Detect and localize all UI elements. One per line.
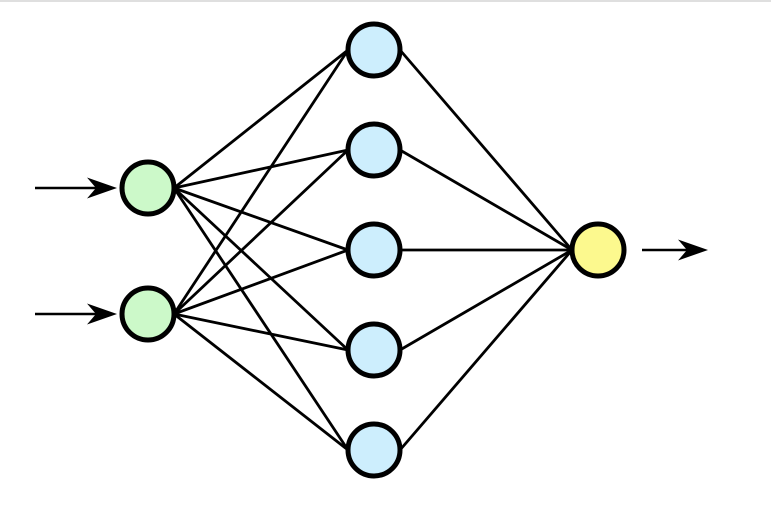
- input-node-2: [119, 285, 177, 343]
- hidden-node-4: [345, 321, 403, 379]
- edge-h2-o1: [399, 148, 573, 252]
- hidden-node-2: [345, 121, 403, 179]
- edge-i1-h2: [173, 148, 349, 190]
- input-node-1: [119, 159, 177, 217]
- output-node: [569, 221, 627, 279]
- output-arrow-head: [678, 239, 708, 261]
- edge-h1-o1: [398, 49, 574, 251]
- hidden-node-5: [345, 421, 403, 479]
- edge-i1-h4: [173, 186, 349, 352]
- edge-i1-h3: [173, 186, 349, 252]
- edge-h4-o1: [399, 248, 573, 352]
- edge-h5-o1: [398, 249, 574, 451]
- edge-i1-h5: [172, 187, 350, 451]
- edge-i2-h5: [173, 312, 349, 452]
- hidden-node-1: [345, 21, 403, 79]
- edge-i2-h1: [172, 49, 350, 315]
- input-arrow-1-head: [87, 177, 117, 199]
- edge-i1-h1: [173, 48, 349, 190]
- hidden-node-3: [345, 221, 403, 279]
- edge-i2-h4: [173, 312, 349, 352]
- edge-i2-h2: [173, 148, 349, 316]
- edge-i2-h3: [173, 248, 349, 316]
- top-border-line: [0, 0, 771, 2]
- input-arrow-2-head: [87, 303, 117, 325]
